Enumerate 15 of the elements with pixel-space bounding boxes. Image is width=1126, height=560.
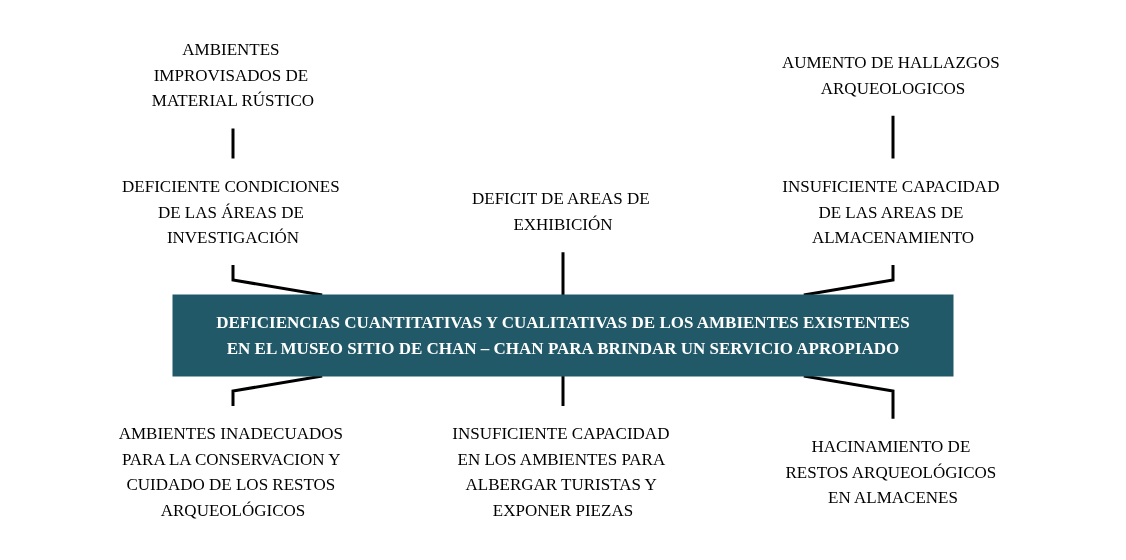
node-text: INSUFICIENTE CAPACIDAD DE LAS AREAS DE ALMACENAMIENTO: [782, 176, 1000, 247]
connector: [561, 252, 565, 295]
node-text: AUMENTO DE HALLAZGOS ARQUEOLOGICOS: [781, 52, 1000, 98]
node-box: DEFICIENCIAS CUANTITATIVAS Y CUALITATIVAS DE LOS AMBIENTES EXISTENTES EN EL MUSEO SITIO DE CHAN – CHAN PARA BRINDAR UN SERVICIO APROPIADO: [172, 294, 954, 377]
node-text: DEFICIENTE CONDICIONES DE LAS ÁREAS DE INVESTIGACIÓN: [122, 176, 340, 247]
connector: [561, 376, 565, 406]
node-text: AMBIENTES IMPROVISADOS DE MATERIAL RÚSTICO: [151, 40, 315, 110]
connector: [891, 115, 895, 159]
node-text: HACINAMIENTO DE RESTOS ARQUEOLÓGICOS EN ALMACENES: [785, 436, 997, 507]
connector: [231, 265, 323, 297]
node-text: INSUFICIENTE CAPACIDAD EN LOS AMBIENTES PARA ALBERGAR TURISTAS Y EXPONER PIEZAS: [452, 424, 670, 520]
connector: [231, 128, 235, 159]
node-text: AMBIENTES INADECUADOS PARA LA CONSERVACION Y CUIDADO DE LOS RESTOS ARQUEOLÓGICOS: [118, 424, 344, 520]
connector: [803, 265, 895, 297]
node-text: DEFICIT DE AREAS DE EXHIBICIÓN: [472, 189, 650, 234]
